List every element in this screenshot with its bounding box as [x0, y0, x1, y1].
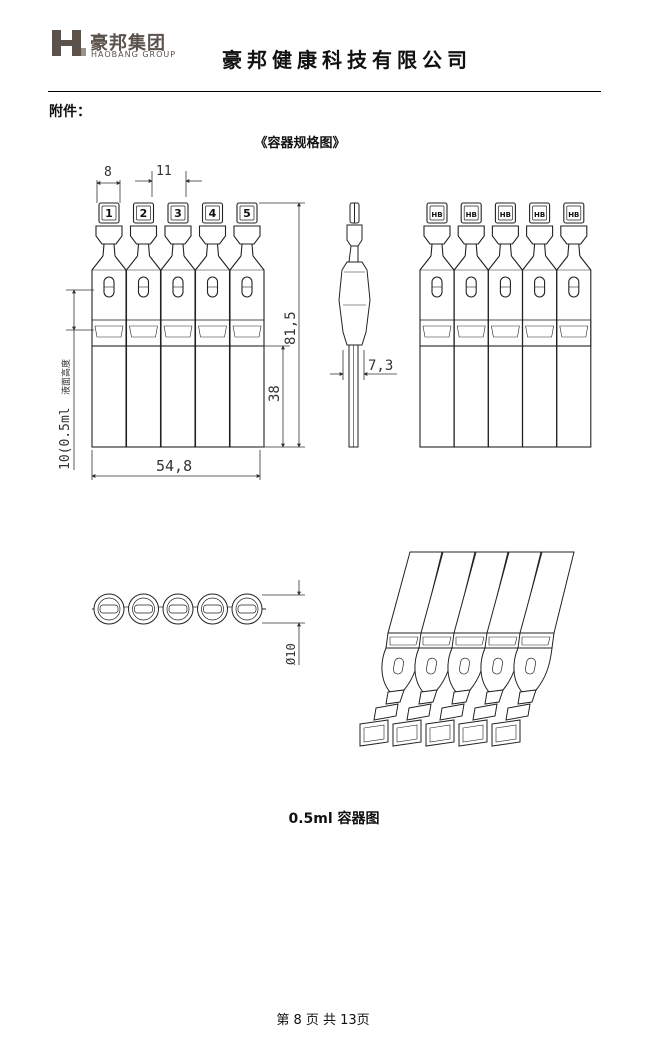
dim-diameter: Ø10: [284, 643, 298, 665]
container-spec-drawing: 1 2 3 4 5 8 11 81,5 38 54,8 10(0.5ml 液面高度: [58, 164, 592, 747]
vial-tab-label: HB: [431, 211, 442, 219]
back-vial: HB: [487, 202, 523, 448]
front-vial: 5: [229, 202, 265, 448]
top-vial-circle: [162, 593, 198, 625]
iso-vial: [359, 551, 443, 747]
back-vial: HB: [522, 202, 558, 448]
vial-tab-label: 5: [243, 207, 251, 220]
vial-tab-label: HB: [534, 211, 545, 219]
dim-total-width: 54,8: [156, 457, 192, 475]
top-vial-circle: [128, 593, 163, 625]
top-vial-circle: [231, 593, 263, 625]
top-view: [92, 593, 266, 625]
attachment-label: 附件：: [49, 104, 91, 120]
header-divider: [48, 91, 601, 92]
vial-tab-label: HB: [500, 211, 511, 219]
top-vial-circle: [93, 593, 129, 625]
logo-h-mark: [52, 30, 86, 56]
dim-thickness: 7,3: [368, 358, 393, 374]
iso-vial: [491, 551, 575, 747]
back-vial: HB: [453, 202, 489, 448]
vial-tab-label: 3: [174, 207, 182, 220]
dim-body-height: 38: [267, 385, 283, 402]
front-vial: 4: [194, 202, 231, 448]
back-vial: HB: [419, 202, 455, 448]
company-name: 豪邦健康科技有限公司: [222, 48, 472, 72]
back-view: HB HB HB HB HB: [419, 202, 592, 448]
front-vial: 1: [91, 202, 127, 448]
dim-fill-level-note: 液面高度: [60, 359, 72, 395]
dim-total-height: 81,5: [283, 311, 299, 345]
company-logo: 豪邦集团 HAOBANG GROUP: [50, 28, 180, 62]
front-view-dimensions: [66, 171, 305, 480]
top-view-dimensions: [262, 580, 305, 665]
front-view: 1 2 3 4 5: [91, 202, 265, 448]
vial-tab-label: 4: [209, 207, 217, 220]
vial-tab-label: 2: [140, 207, 148, 220]
figure-caption: 0.5ml 容器图: [288, 811, 380, 827]
iso-vial: [458, 551, 542, 747]
logo-chinese-text: 豪邦集团: [90, 33, 166, 54]
dim-top-pitch-2: 11: [156, 164, 172, 179]
vial-tab-label: HB: [466, 211, 477, 219]
figure-title: 《容器规格图》: [254, 136, 346, 151]
front-vial: 2: [125, 202, 162, 448]
iso-vial: [425, 551, 509, 747]
dim-fill-level: 10(0.5ml: [58, 407, 73, 470]
side-view: [330, 202, 397, 448]
dim-top-pitch-1: 8: [104, 165, 112, 180]
page-footer: 第 8 页 共 13页: [276, 1013, 370, 1028]
isometric-view: [359, 551, 575, 747]
vial-tab-label: 1: [105, 207, 113, 220]
logo-english-text: HAOBANG GROUP: [91, 50, 177, 59]
front-vial: 3: [160, 202, 196, 448]
top-vial-circle: [197, 593, 232, 625]
vial-tab-label: HB: [568, 211, 579, 219]
back-vial: HB: [556, 202, 592, 448]
